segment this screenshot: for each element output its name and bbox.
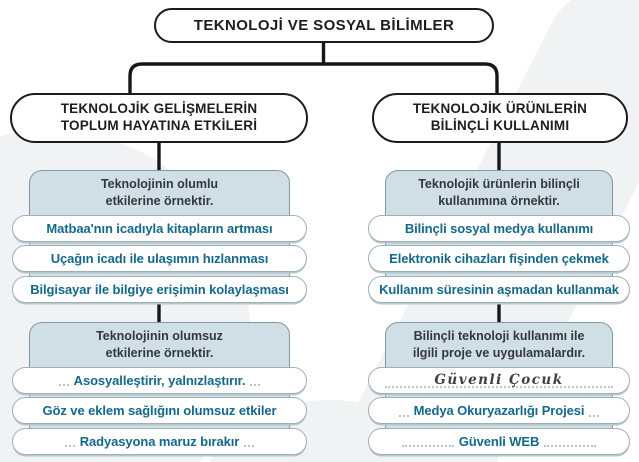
dotted-line bbox=[544, 435, 597, 448]
group-label: Teknolojinin olumsuz etkilerine örnektir… bbox=[12, 322, 307, 362]
dotted-line bbox=[250, 374, 261, 387]
group-label: Teknolojinin olumlu etkilerine örnektir. bbox=[12, 170, 307, 210]
item-pill: Güvenli WEB bbox=[368, 427, 630, 455]
root-node: TEKNOLOJİ VE SOSYAL BİLİMLER bbox=[154, 8, 494, 43]
dotted-line bbox=[64, 435, 75, 448]
item-pill: Kullanım süresinin aşmadan kullanmak bbox=[368, 275, 630, 303]
item-list: Matbaa'nın icadıyla kitapların artması U… bbox=[12, 214, 307, 303]
branch-label-line2: BİLİNÇLİ KULLANIMI bbox=[430, 118, 570, 133]
branch-node-conscious-use: TEKNOLOJİK ÜRÜNLERİN BİLİNÇLİ KULLANIMI bbox=[372, 93, 628, 143]
dotted-line bbox=[589, 405, 600, 417]
item-text: Bilinçli sosyal medya kullanımı bbox=[404, 220, 594, 236]
item-text: Matbaa'nın icadıyla kitapların artması bbox=[46, 220, 273, 236]
group-positive-effects: Teknolojinin olumlu etkilerine örnektir.… bbox=[12, 170, 307, 306]
root-node-label: TEKNOLOJİ VE SOSYAL BİLİMLER bbox=[193, 17, 455, 34]
item-text: Göz ve eklem sağlığını olumsuz etkiler bbox=[42, 403, 277, 419]
item-text: Uçağın icadı ile ulaşımın hızlanması bbox=[50, 251, 269, 267]
item-text: Elektronik cihazları fişinden çekmek bbox=[389, 251, 609, 267]
item-list: Bilinçli sosyal medya kullanımı Elektron… bbox=[368, 214, 630, 303]
group-label-line2: etkilerine örnektir. bbox=[105, 345, 214, 360]
item-text-handwritten: Güvenli Çocuk bbox=[434, 372, 564, 389]
group-projects-applications: Bilinçli teknoloji kullanımı ile ilgili … bbox=[368, 322, 630, 456]
item-pill: Bilgisayar ile bilgiye erişimin kolaylaş… bbox=[12, 275, 307, 303]
group-label: Bilinçli teknoloji kullanımı ile ilgili … bbox=[368, 322, 630, 362]
item-pill: Radyasyona maruz bırakır bbox=[12, 427, 307, 455]
group-label-line1: Bilinçli teknoloji kullanımı ile bbox=[413, 329, 585, 343]
dotted-line bbox=[401, 435, 454, 448]
dotted-line bbox=[244, 435, 255, 448]
item-pill: Bilinçli sosyal medya kullanımı bbox=[368, 214, 630, 242]
group-label-line1: Teknolojinin olumsuz bbox=[96, 329, 223, 343]
item-text: Bilgisayar ile bilgiye erişimin kolaylaş… bbox=[30, 281, 289, 297]
item-text: Kullanım süresinin aşmadan kullanmak bbox=[379, 281, 619, 297]
dotted-line bbox=[398, 405, 409, 417]
item-pill: Asosyalleştirir, yalnızlaştırır. bbox=[12, 366, 307, 394]
group-label-line2: kullanımına örnektir. bbox=[438, 193, 560, 208]
item-pill: Göz ve eklem sağlığını olumsuz etkiler bbox=[12, 397, 307, 425]
dotted-line bbox=[58, 374, 69, 387]
item-pill: Matbaa'nın icadıyla kitapların artması bbox=[12, 214, 307, 242]
item-list: Güvenli Çocuk Medya Okuryazarlığı Projes… bbox=[368, 366, 630, 455]
branch-label-line1: TEKNOLOJİK GELİŞMELERİN bbox=[60, 101, 258, 117]
item-pill: Güvenli Çocuk bbox=[368, 366, 630, 394]
group-label-line2: etkilerine örnektir. bbox=[105, 193, 214, 208]
item-text: Radyasyona maruz bırakır bbox=[79, 433, 240, 449]
group-label-line2: ilgili proje ve uygulamalardır. bbox=[412, 345, 586, 360]
group-label-line1: Teknolojik ürünlerin bilinçli bbox=[418, 177, 580, 191]
item-pill: Elektronik cihazları fişinden çekmek bbox=[368, 245, 630, 273]
branch-label-line1: TEKNOLOJİK ÜRÜNLERİN bbox=[412, 101, 588, 117]
item-list: Asosyalleştirir, yalnızlaştırır. Göz ve … bbox=[12, 366, 307, 455]
item-text: Asosyalleştirir, yalnızlaştırır. bbox=[73, 372, 246, 388]
branch-label-line2: TOPLUM HAYATINA ETKİLERİ bbox=[60, 118, 258, 133]
item-pill: Uçağın icadı ile ulaşımın hızlanması bbox=[12, 245, 307, 273]
group-negative-effects: Teknolojinin olumsuz etkilerine örnektir… bbox=[12, 322, 307, 456]
item-text: Güvenli WEB bbox=[458, 433, 540, 449]
group-conscious-use-examples: Teknolojik ürünlerin bilinçli kullanımın… bbox=[368, 170, 630, 306]
item-pill: Medya Okuryazarlığı Projesi bbox=[368, 397, 630, 425]
group-label-line1: Teknolojinin olumlu bbox=[100, 177, 219, 191]
item-text: Medya Okuryazarlığı Projesi bbox=[413, 403, 585, 419]
group-label: Teknolojik ürünlerin bilinçli kullanımın… bbox=[368, 170, 630, 210]
branch-node-technological-developments: TEKNOLOJİK GELİŞMELERİN TOPLUM HAYATINA … bbox=[10, 93, 308, 143]
